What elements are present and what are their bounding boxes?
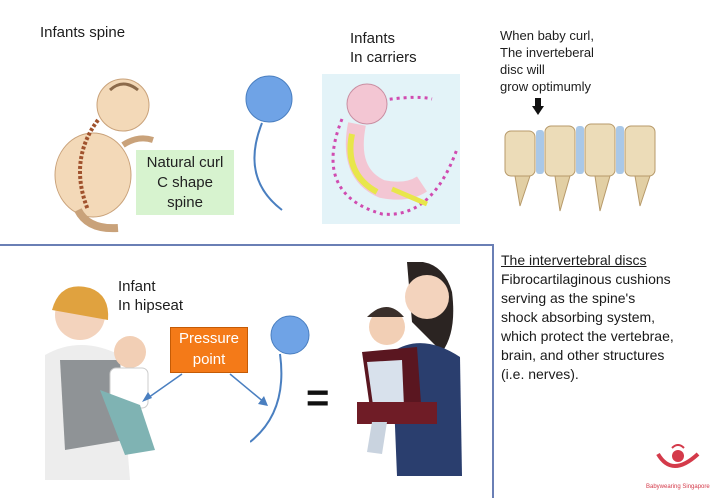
infant-spine-illustration [54,78,154,233]
natural-curl-box: Natural curl C shape spine [136,150,234,215]
spine-curve-diagram-top [245,75,293,211]
baby-curl-note: When baby curl, The inverteberal disc wi… [500,28,594,94]
vertebrae-illustration [500,116,670,216]
infants-carriers-label: Infants In carriers [350,30,417,66]
pressure-point-box: Pressure point [170,327,248,373]
down-arrow-icon [532,98,544,115]
pressure-point-arrows [142,373,268,406]
infants-spine-label: Infants spine [40,24,126,41]
infant-in-carrier-illustration [322,74,460,224]
infant-hipseat-label: Infant In hipseat [118,278,184,314]
section-divider-vertical [492,244,494,498]
discs-description: Fibrocartilaginous cushions serving as t… [501,271,674,382]
mother-with-carrier-photo [352,262,468,476]
section-divider-horizontal [0,244,494,246]
discs-title: The intervertebral discs [501,252,647,268]
babywearing-logo [656,444,700,468]
logo-text: Babywearing Singapore [646,484,710,490]
equals-sign: = [306,376,330,420]
spine-curve-diagram-bottom [250,315,310,443]
infant-in-hipseat-photo [30,280,170,495]
